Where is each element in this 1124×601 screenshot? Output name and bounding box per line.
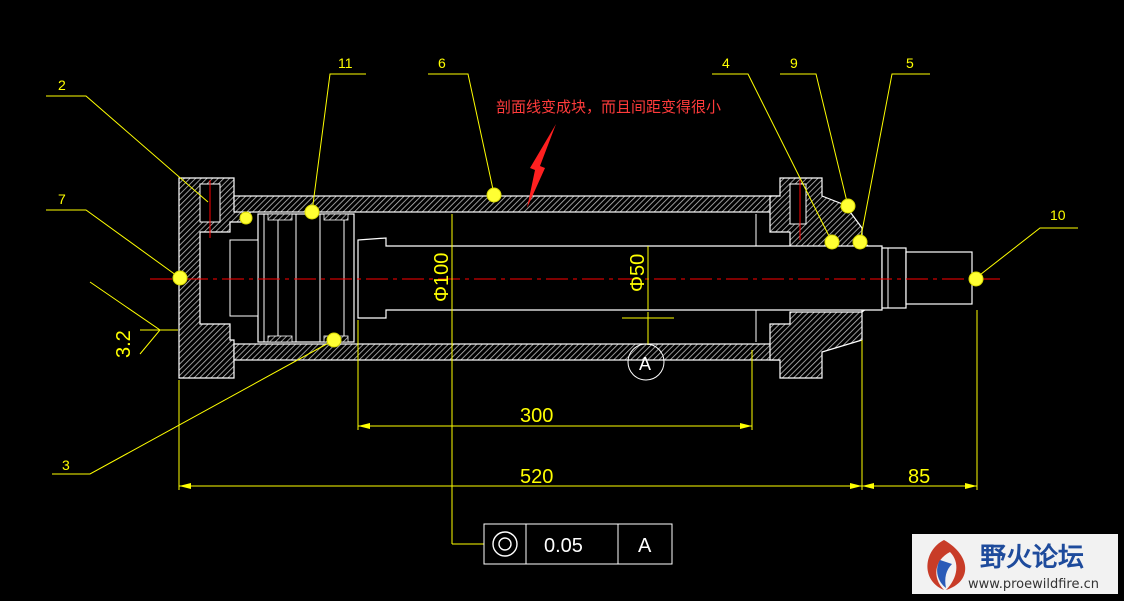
callout-9: 9 [790,55,798,71]
dim-d50: Φ50 [627,254,649,292]
callout-leaders [46,73,1078,475]
tolerance-frame: 0.05 A [483,523,673,565]
callout-3: 3 [62,457,70,473]
roughness-value: 3.2 [113,330,135,358]
watermark: 野火论坛 www.proewildfire.cn [912,534,1118,594]
callout-10: 10 [1050,207,1066,223]
callout-2: 2 [58,77,66,93]
callout-balloons [172,187,984,348]
callout-11: 11 [338,55,353,71]
concentricity-icon [492,531,518,557]
dim-d100: Φ100 [431,253,453,302]
piston [229,213,355,343]
watermark-title: 野火论坛 [980,543,1084,573]
callout-6: 6 [438,55,446,71]
datum-label: A [639,354,651,374]
watermark-url: www.proewildfire.cn [968,577,1099,592]
tolerance-value: 0.05 [544,535,583,557]
dim-85: 85 [908,466,930,488]
dimension-arrows [179,423,977,489]
piston-rod [357,237,973,319]
note-arrow [527,124,556,208]
flame-logo-icon [927,540,966,590]
cylinder-barrel [233,195,781,361]
datum-marker: A [627,343,665,381]
callout-7: 7 [58,191,66,207]
tolerance-datum: A [638,535,652,557]
dim-520: 520 [520,466,553,488]
callout-5: 5 [906,55,914,71]
dimension-geometry [89,214,978,545]
callout-4: 4 [722,55,730,71]
dim-300: 300 [520,405,553,427]
section-hatch-note: 剖面线变成块，而且间距变得很小 [496,98,721,116]
